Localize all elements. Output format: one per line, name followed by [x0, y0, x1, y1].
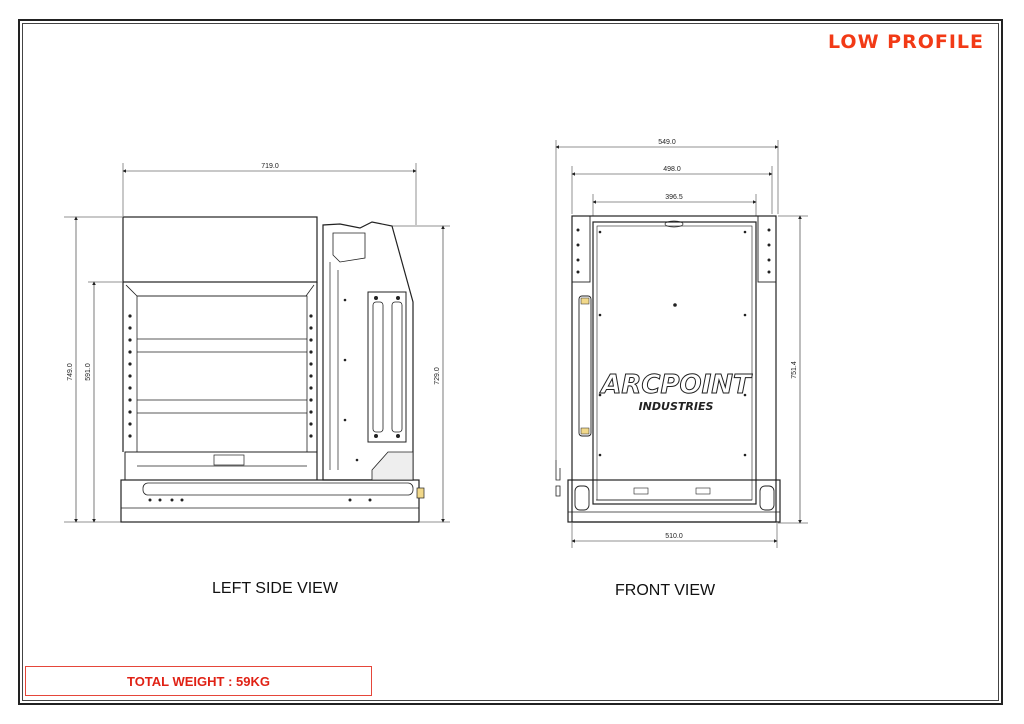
- dim-front-width-base: 510.0: [665, 533, 683, 540]
- page-title: LOW PROFILE: [828, 31, 984, 53]
- left-side-view-label: LEFT SIDE VIEW: [212, 580, 338, 597]
- dim-front-height: 751.4: [791, 361, 798, 379]
- dim-front-width-inner: 396.5: [665, 194, 683, 201]
- dim-left-height-inner: 591.0: [85, 363, 92, 381]
- dim-left-height-total: 749.0: [67, 363, 74, 381]
- industries-logo-text: INDUSTRIES: [639, 400, 714, 413]
- dim-front-width-mid: 498.0: [663, 166, 681, 173]
- front-view-label: FRONT VIEW: [615, 582, 716, 599]
- drawing-border-inner: [22, 23, 999, 701]
- front-view: [555, 140, 808, 548]
- total-weight-box: TOTAL WEIGHT : 59KG: [25, 666, 372, 696]
- total-weight-text: TOTAL WEIGHT : 59KG: [126, 673, 270, 689]
- dim-front-width-outer: 549.0: [658, 139, 676, 146]
- drawing-border-outer: [18, 19, 1003, 705]
- arcpoint-logo-text: ARCPOINT: [599, 370, 753, 400]
- left-side-view: [64, 163, 450, 523]
- dim-left-width: 719.0: [261, 163, 279, 170]
- dim-left-height-right: 729.0: [434, 367, 441, 385]
